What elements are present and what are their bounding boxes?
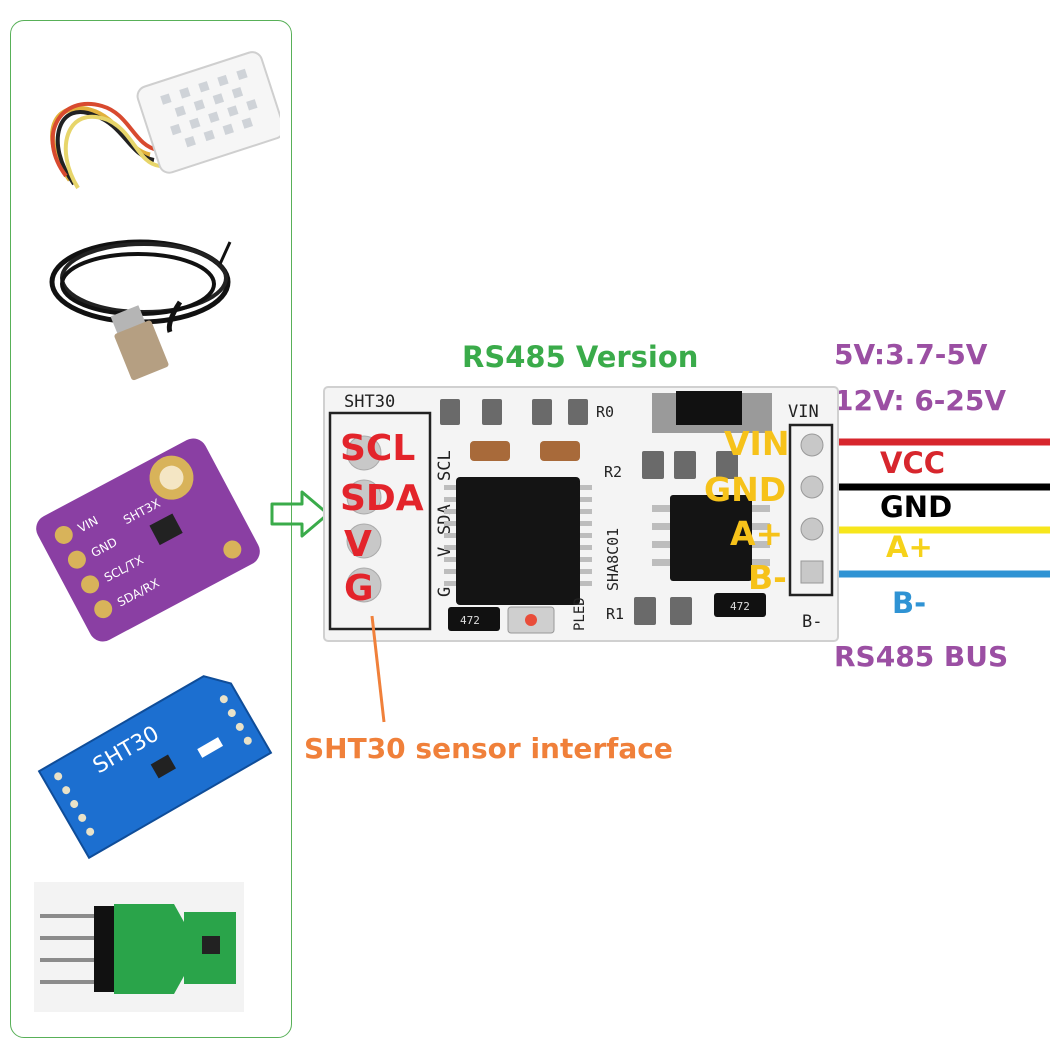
output-pin-vin-label: VIN [724, 424, 790, 463]
sensor-pin-v-label: V [344, 524, 372, 565]
silk-sda: SDA [435, 504, 455, 535]
white-housed-sensor-image [50, 51, 280, 190]
power-spec-5v: 5V:3.7-5V [834, 338, 988, 371]
interface-leader-line [370, 615, 386, 723]
silk-r2: R2 [604, 463, 622, 481]
silk-bminus: B- [802, 612, 822, 632]
silk-resistor-472-b: 472 [730, 600, 750, 613]
rs485-converter-board: SHT30 SCL SDA V G R0 472 SHA8C01 PLED [323, 386, 839, 642]
silk-resistor-472-a: 472 [460, 614, 480, 627]
wire-gnd-label: GND [880, 490, 953, 524]
sensor-interface-label: SHT30 sensor interface [304, 732, 673, 765]
silk-vin: VIN [788, 402, 819, 422]
sensor-options-panel [10, 20, 292, 1038]
wire-aplus-label: A+ [886, 530, 933, 564]
silk-r0: R0 [596, 403, 614, 421]
probe-cable-sensor-image [49, 239, 232, 381]
blue-sht30-shield-image: SHT30 [37, 675, 273, 860]
rs485-bus-label: RS485 BUS [834, 640, 1009, 673]
green-sht-board-image [34, 882, 244, 1012]
output-pin-gnd-label: GND [704, 470, 787, 509]
diagram-title: RS485 Version [462, 340, 699, 374]
silk-r1: R1 [606, 605, 624, 623]
silk-model: SHA8C01 [604, 528, 622, 591]
sensor-pin-g-label: G [344, 568, 374, 609]
wire-bundle [800, 438, 1050, 578]
power-spec-12v: 12V: 6-25V [834, 384, 1007, 417]
silk-g: G [435, 587, 455, 597]
output-pin-aplus-label: A+ [730, 514, 784, 553]
silk-scl: SCL [435, 450, 455, 481]
arrow-right-icon [270, 490, 330, 538]
wire-vcc-label: VCC [880, 446, 946, 480]
purple-sht3x-breakout-image: VIN SHT3X GND SCL/TX SDA/RX [36, 438, 260, 642]
silk-v: V [435, 547, 455, 557]
output-pin-bminus-label: B- [748, 558, 787, 597]
sensor-pin-scl-label: SCL [340, 428, 416, 469]
silk-pled: PLED [572, 597, 588, 631]
sensor-pin-sda-label: SDA [340, 478, 424, 519]
silk-sht30: SHT30 [344, 392, 395, 412]
wire-bminus-label: B- [892, 586, 927, 620]
